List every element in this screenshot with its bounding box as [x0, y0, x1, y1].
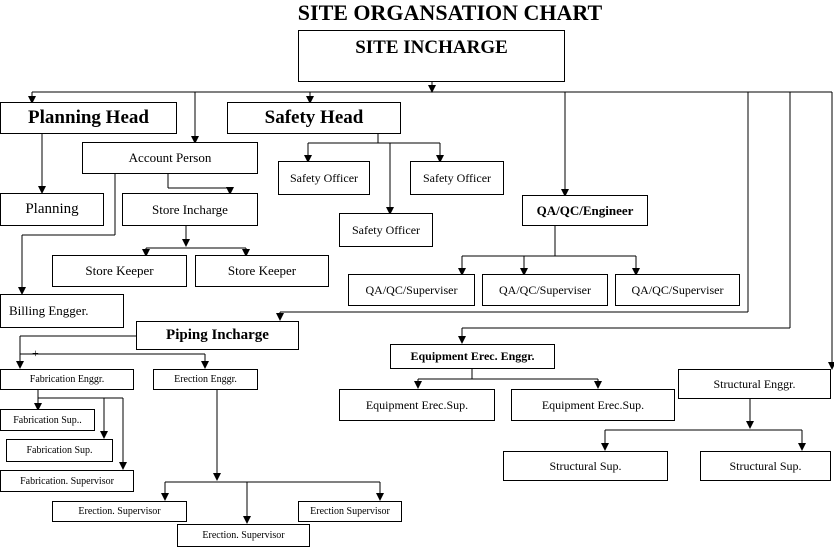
node-planning-head: Planning Head	[0, 102, 177, 134]
node-account-person: Account Person	[82, 142, 258, 174]
chart-title: SITE ORGANSATION CHART	[297, 0, 603, 25]
node-safety-head: Safety Head	[227, 102, 401, 134]
node-equipment-erec-sup-1: Equipment Erec.Sup.	[339, 389, 495, 421]
plus-mark: +	[32, 346, 39, 360]
node-qa-qc-engineer: QA/QC/Engineer	[522, 195, 648, 226]
node-piping-incharge: Piping Incharge	[136, 321, 299, 350]
node-structural-enggr: Structural Enggr.	[678, 369, 831, 399]
node-erection-supervisor-1: Erection. Supervisor	[52, 501, 187, 522]
node-safety-officer-2: Safety Officer	[410, 161, 504, 195]
node-store-keeper-1: Store Keeper	[52, 255, 187, 287]
node-billing-enggr: Billing Engger.	[0, 294, 124, 328]
node-safety-officer-3: Safety Officer	[339, 213, 433, 247]
node-structural-sup-2: Structural Sup.	[700, 451, 831, 481]
node-erection-supervisor-3: Erection Supervisor	[298, 501, 402, 522]
node-structural-sup-1: Structural Sup.	[503, 451, 668, 481]
node-erection-enggr: Erection Enggr.	[153, 369, 258, 390]
node-erection-supervisor-2: Erection. Supervisor	[177, 524, 310, 547]
node-equipment-erec-sup-2: Equipment Erec.Sup.	[511, 389, 675, 421]
node-equipment-erec-enggr: Equipment Erec. Enggr.	[390, 344, 555, 369]
node-store-incharge: Store Incharge	[122, 193, 258, 226]
node-planning: Planning	[0, 193, 104, 226]
node-fabrication-sup-2: Fabrication Sup.	[6, 439, 113, 462]
node-fabrication-enggr: Fabrication Enggr.	[0, 369, 134, 390]
node-fabrication-supervisor: Fabrication. Supervisor	[0, 470, 134, 492]
node-qa-qc-superviser-3: QA/QC/Superviser	[615, 274, 740, 306]
node-store-keeper-2: Store Keeper	[195, 255, 329, 287]
node-site-incharge: SITE INCHARGE	[298, 30, 565, 82]
node-qa-qc-superviser-1: QA/QC/Superviser	[348, 274, 475, 306]
node-qa-qc-superviser-2: QA/QC/Superviser	[482, 274, 608, 306]
node-fabrication-sup-1: Fabrication Sup..	[0, 409, 95, 431]
node-safety-officer-1: Safety Officer	[278, 161, 370, 195]
